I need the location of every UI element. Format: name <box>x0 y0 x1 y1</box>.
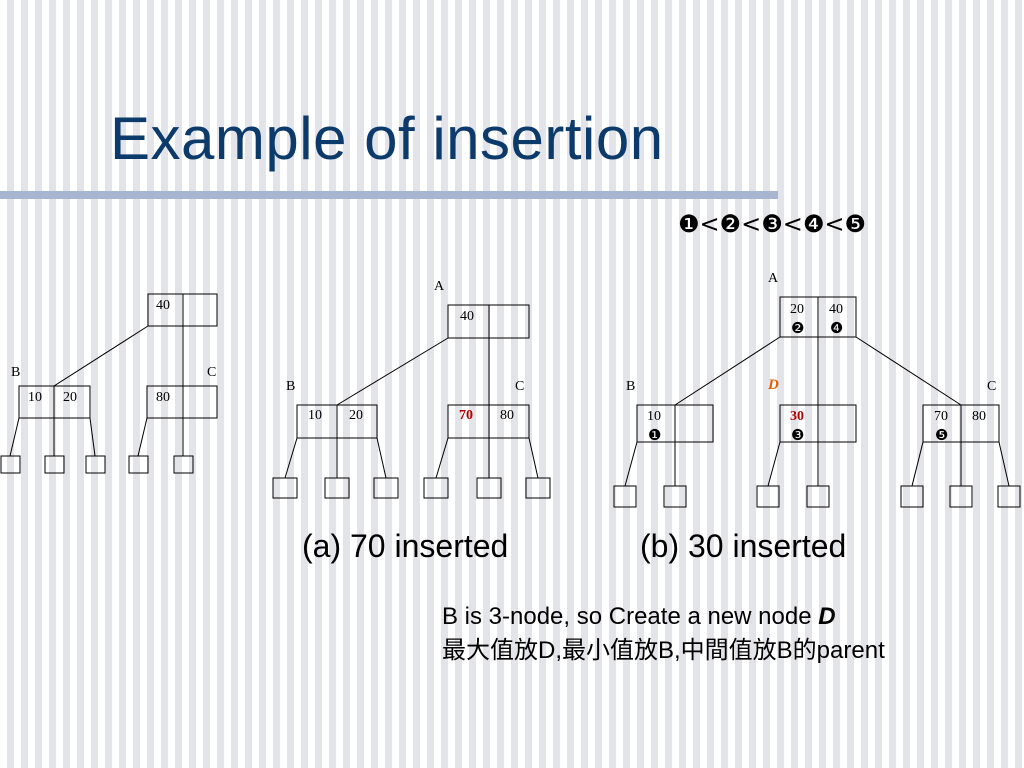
title-underline <box>0 191 778 199</box>
b-leaf-4 <box>806 485 830 508</box>
a-b-key-1: 10 <box>308 408 322 423</box>
b-c-label: C <box>987 379 996 394</box>
a-leaf-1 <box>272 477 298 499</box>
initial-b-key-1: 10 <box>28 390 42 405</box>
b-root-mark-2: ❹ <box>830 319 843 337</box>
b-b-label: B <box>626 379 635 394</box>
note-line-2: 最大值放D,最小值放B,中間值放B的parent <box>442 637 885 664</box>
slide-title: Example of insertion <box>110 105 664 172</box>
initial-c-key-1: 80 <box>156 390 170 405</box>
initial-c-node <box>146 385 218 419</box>
b-c-key-2: 80 <box>972 409 986 424</box>
b-root-key-1: 20 <box>790 302 804 317</box>
a-leaf-5 <box>476 477 502 499</box>
order-legend: ❶<❷<❸<❹<❺ <box>678 210 867 238</box>
initial-leaf-4 <box>128 455 149 474</box>
initial-leaf-2 <box>44 455 65 474</box>
a-root-key-1: 40 <box>460 309 474 324</box>
b-root-label: A <box>768 271 779 286</box>
b-leaf-5 <box>900 485 924 508</box>
b-leaf-6 <box>949 485 973 508</box>
b-leaf-3 <box>756 485 780 508</box>
a-c-key-2: 80 <box>500 408 514 423</box>
a-c-key-1: 70 <box>459 408 473 423</box>
a-c-label: C <box>515 379 524 394</box>
b-d-mark: ❸ <box>791 426 804 444</box>
initial-c-label: C <box>207 365 216 380</box>
initial-root-key-1: 40 <box>156 298 170 313</box>
caption-b: (b) 30 inserted <box>640 528 847 564</box>
b-leaf-2 <box>663 485 687 508</box>
b-c-mark: ❺ <box>935 426 948 444</box>
initial-leaf-5 <box>173 455 194 474</box>
b-c-key-1: 70 <box>934 409 948 424</box>
a-leaf-3 <box>373 477 399 499</box>
a-b-key-2: 20 <box>349 408 363 423</box>
a-leaf-2 <box>324 477 350 499</box>
caption-a: (a) 70 inserted <box>302 528 509 564</box>
a-b-label: B <box>286 379 295 394</box>
note-node-d: D <box>818 603 836 630</box>
a-leaf-4 <box>423 477 449 499</box>
b-d-key-1: 30 <box>790 409 804 424</box>
a-leaf-6 <box>525 477 551 499</box>
b-leaf-1 <box>613 485 637 508</box>
b-root-key-2: 40 <box>829 302 843 317</box>
b-b-mark: ❶ <box>648 426 661 444</box>
b-b-key-1: 10 <box>647 409 661 424</box>
b-root-mark-1: ❷ <box>791 319 804 337</box>
a-root-label: A <box>434 279 445 294</box>
note-line-1-text: B is 3-node, so Create a new node <box>442 603 819 630</box>
note-line-1: B is 3-node, so Create a new node D <box>442 600 885 634</box>
b-d-label: D <box>767 377 779 393</box>
b-leaf-7 <box>997 485 1021 508</box>
initial-leaf-1 <box>0 455 21 474</box>
initial-leaf-3 <box>85 455 106 474</box>
initial-b-label: B <box>11 365 20 380</box>
explanation-note: B is 3-node, so Create a new node D 最大值放… <box>442 600 885 668</box>
initial-b-key-2: 20 <box>63 390 77 405</box>
